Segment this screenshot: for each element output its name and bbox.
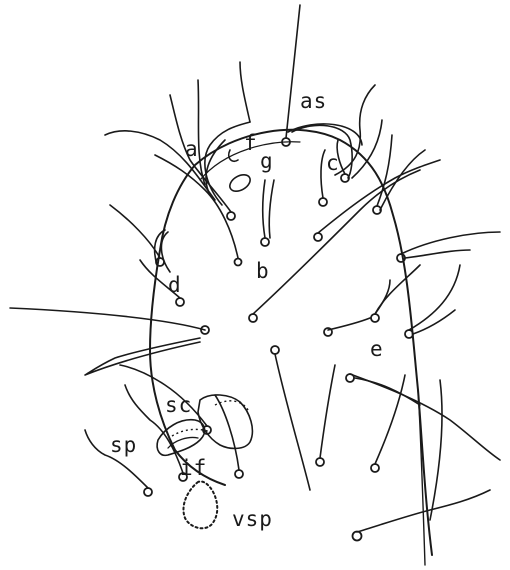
- label-b: b: [256, 259, 270, 283]
- label-e: e: [370, 337, 384, 361]
- label-c: c: [326, 151, 340, 175]
- socket: [261, 238, 269, 246]
- label-d: d: [168, 273, 182, 297]
- label-f: f: [244, 131, 258, 155]
- label-if: if: [180, 456, 207, 480]
- sensory-field-f-mark: [229, 150, 238, 161]
- socket: [319, 198, 327, 206]
- setae: [10, 5, 500, 532]
- sc-structure: [198, 395, 252, 449]
- socket: [144, 488, 152, 496]
- socket: [227, 212, 235, 220]
- socket: [353, 532, 362, 541]
- socket: [371, 314, 379, 322]
- label-vsp: vsp: [232, 507, 273, 531]
- socket: [314, 233, 322, 241]
- socket: [271, 346, 279, 354]
- label-as: as: [300, 89, 327, 113]
- label-a: a: [185, 137, 199, 161]
- socket: [316, 458, 324, 466]
- label-sc: sc: [165, 393, 192, 417]
- socket: [249, 314, 257, 322]
- socket: [235, 259, 242, 266]
- socket: [235, 470, 243, 478]
- socket: [371, 464, 379, 472]
- label-sp: sp: [110, 433, 137, 457]
- vsp-outline: [183, 481, 217, 528]
- sensory-field-f: [227, 171, 253, 194]
- label-g: g: [260, 149, 274, 173]
- socket: [176, 298, 184, 306]
